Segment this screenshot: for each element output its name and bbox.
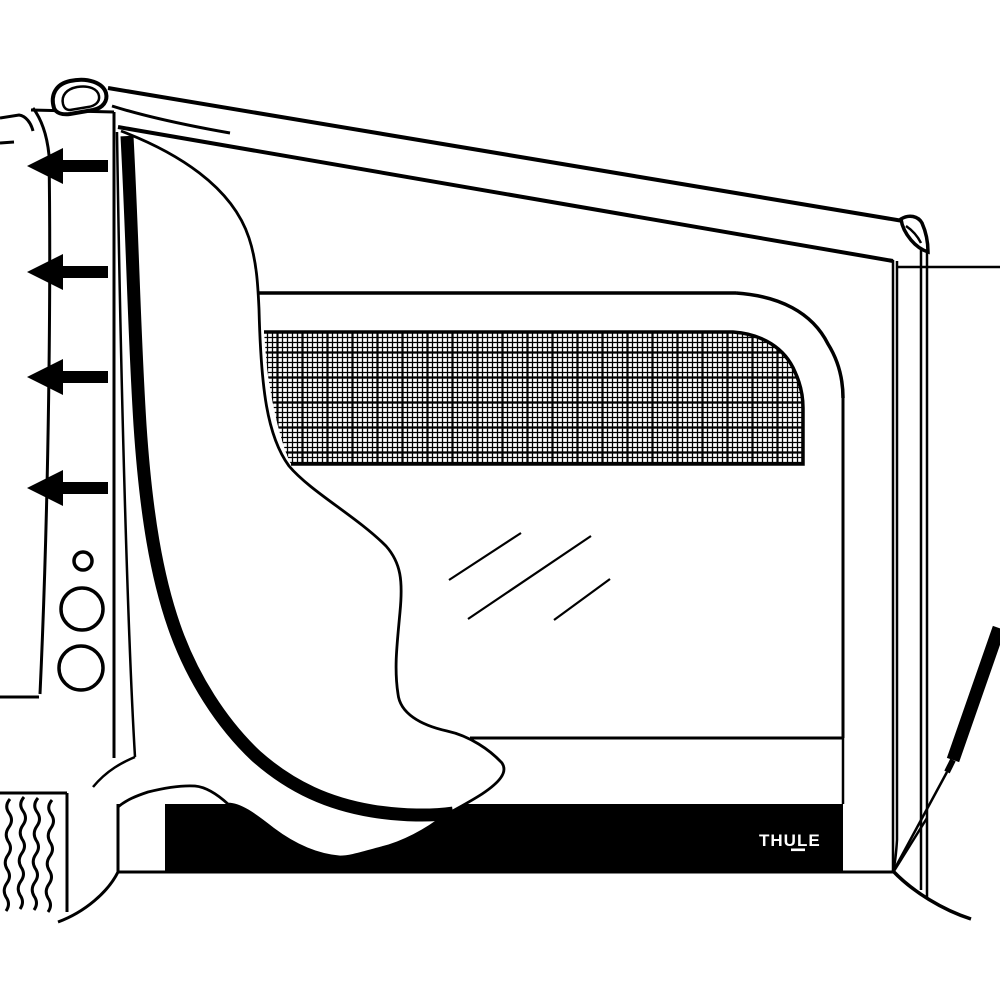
roof-fabric-edge-line	[117, 125, 894, 263]
logo-submark	[791, 848, 805, 852]
front-pole	[891, 250, 1000, 921]
curtain	[117, 129, 506, 859]
rail-connector-line	[111, 104, 231, 135]
curtain-edge-line	[120, 129, 506, 818]
glass-reflection-lines	[448, 532, 611, 621]
guy-strut-cord	[892, 771, 949, 871]
arrow-left-icon	[27, 359, 108, 395]
window-assembly	[259, 291, 845, 804]
roof-rail	[107, 86, 1000, 269]
arrow-left-icon	[27, 148, 108, 184]
detail-circle-small	[72, 550, 94, 572]
mesh-texture-coarse	[264, 332, 803, 464]
door-detail-circles	[57, 550, 105, 692]
curtain-hem-line	[117, 784, 445, 859]
door-edge-line-inner	[115, 131, 137, 758]
tread-wave-line	[30, 797, 41, 911]
curtain-piping	[120, 135, 454, 822]
tread-wave-line	[2, 798, 13, 912]
vehicle-wall-line	[31, 107, 52, 695]
glass-line	[553, 578, 611, 621]
mounting-arrows	[27, 148, 108, 506]
glass-line	[467, 535, 592, 620]
rail-end-cap-inner-line	[905, 224, 923, 244]
mesh-border	[264, 330, 805, 466]
strap-loop-icon	[50, 77, 109, 117]
mesh-panel	[264, 330, 805, 466]
arrow-left-icon	[27, 470, 108, 506]
guy-strut	[892, 625, 1000, 871]
tread-wave-line	[44, 799, 55, 913]
guy-strut-tip	[944, 758, 956, 774]
fabric-skirt-curve	[891, 869, 972, 921]
roof-tab-detail-line	[0, 140, 15, 145]
roof-rail-top-line	[107, 86, 904, 223]
curtain-fill	[121, 131, 504, 857]
detail-circle-large	[57, 644, 105, 692]
window-frame-corner	[735, 291, 845, 399]
guy-strut-bar	[946, 625, 1000, 763]
strap-loop-inner	[61, 85, 101, 112]
glass-line	[448, 532, 522, 581]
tread-wave-line	[16, 796, 27, 910]
vehicle-body	[0, 77, 137, 924]
arrow-left-icon	[27, 254, 108, 290]
door-bottom-curve	[92, 755, 136, 788]
detail-circle-medium	[59, 586, 105, 632]
tread-panel	[0, 791, 69, 913]
thule-logo-text: THULE	[759, 831, 821, 850]
vehicle-roof-tab	[0, 113, 35, 132]
wheel-arch-curve	[57, 871, 120, 924]
